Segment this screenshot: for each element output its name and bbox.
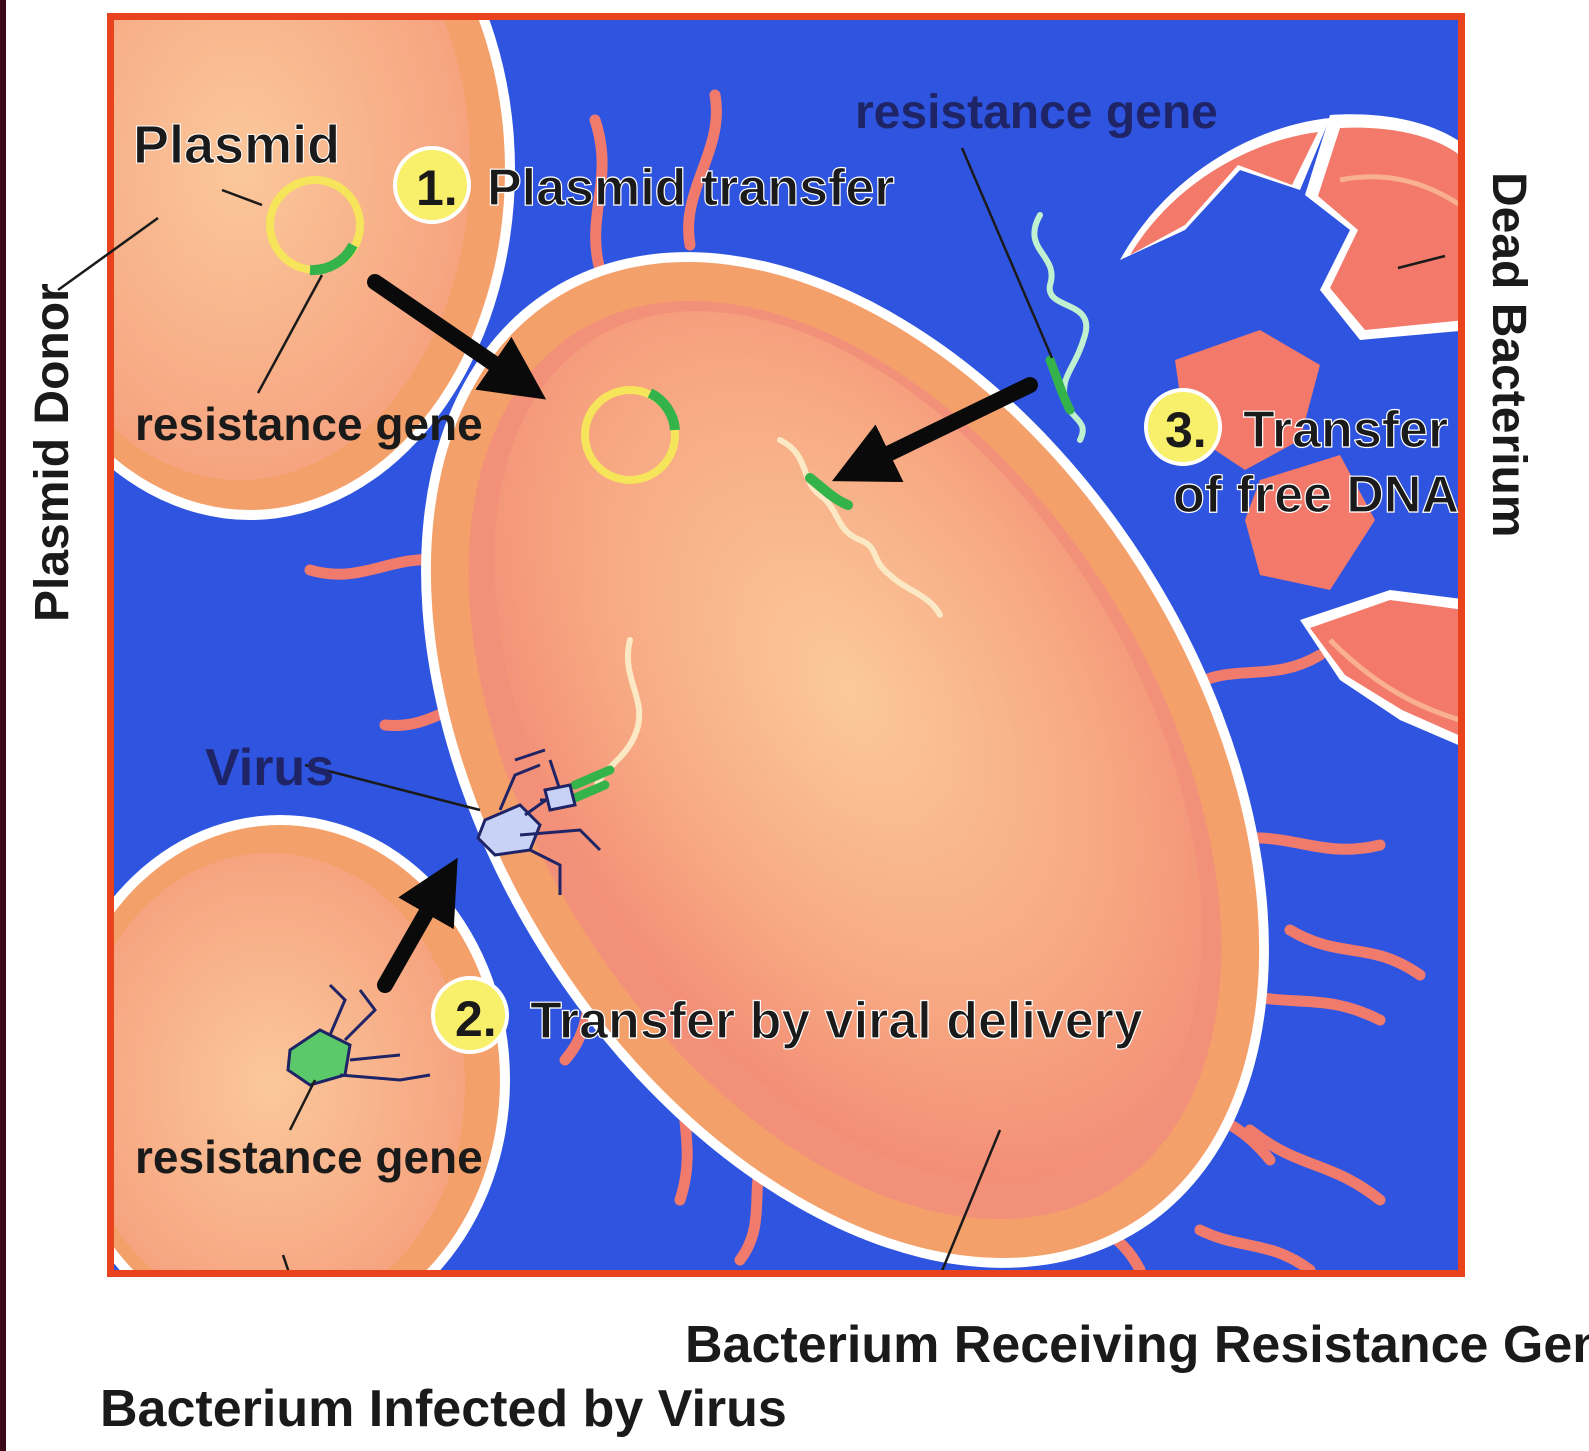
step1-number: 1. [416,160,458,216]
bacterium-infected-label: Bacterium Infected by Virus [100,1380,787,1438]
bacterium-receiving-label: Bacterium Receiving Resistance Genes [685,1316,1589,1374]
virus-label: Virus [205,739,334,797]
step2-number: 2. [455,991,497,1047]
step2-text: Transfer by viral delivery [530,992,1143,1050]
plasmid-label: Plasmid [133,115,340,175]
dead-bacterium-label: Dead Bacterium [1482,172,1535,537]
step3-text-line2: of free DNA [1173,466,1459,524]
resistance-gene-virus-label: resistance gene [135,1131,483,1183]
step3-number: 3. [1165,402,1207,458]
plasmid-donor-label: Plasmid Donor [26,283,79,622]
resistance-gene-plasmid-label: resistance gene [135,398,483,450]
step3-text-line1: Transfer [1243,401,1448,459]
step1-text: Plasmid transfer [487,159,895,217]
resistance-gene-top-label: resistance gene [855,86,1218,139]
